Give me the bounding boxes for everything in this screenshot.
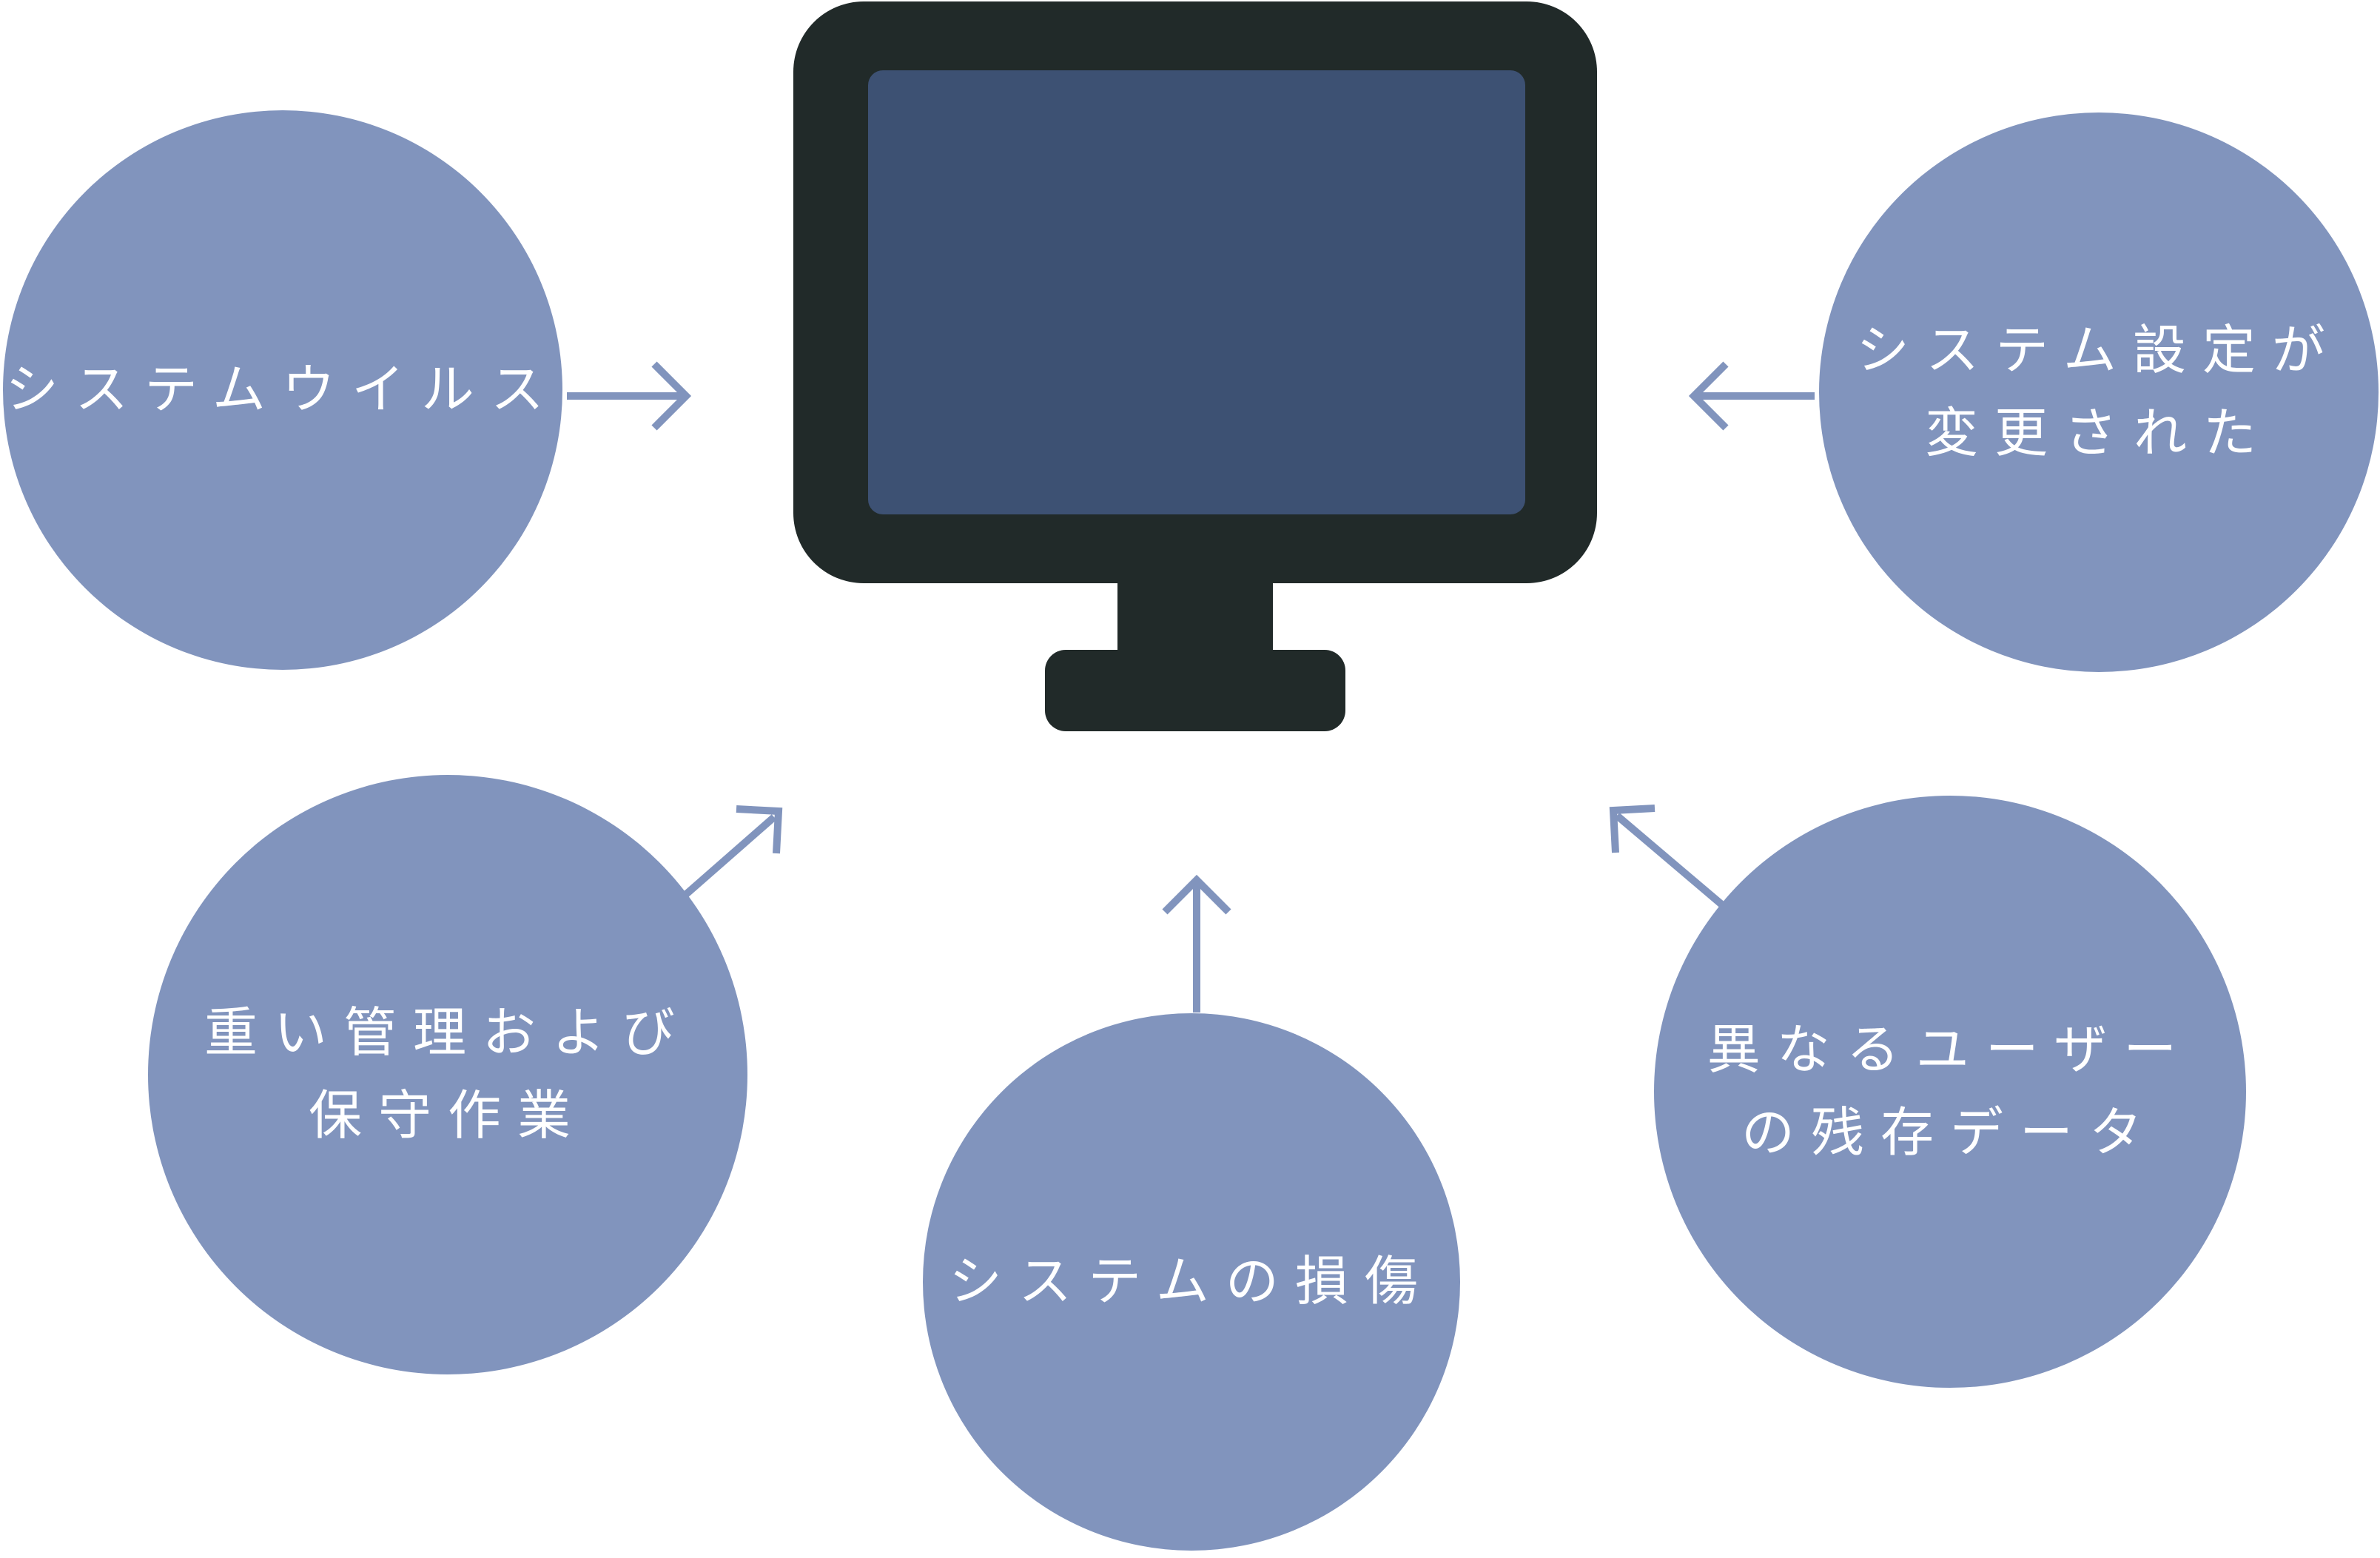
monitor-icon: [793, 1, 1597, 731]
arrow-from-residual-data: [1609, 805, 1727, 910]
cause-circle-system-damage: システムの損傷: [923, 1013, 1460, 1551]
cause-circle-system-virus: システムウイルス: [3, 110, 562, 670]
arrow-from-system-virus: [567, 361, 692, 431]
cause-circle-residual-data: 異なるユーザー の残存データ: [1654, 796, 2246, 1388]
cause-circle-heavy-admin: 重い管理および 保守作業: [148, 775, 747, 1374]
cause-label: 異なるユーザー の残存データ: [1707, 1021, 2194, 1163]
arrow-from-system-damage: [1162, 874, 1231, 1013]
arrow-from-settings-changed: [1688, 361, 1815, 431]
monitor-screen: [868, 70, 1525, 514]
cause-label: システム設定が 変更された: [1856, 321, 2342, 463]
arrow-from-heavy-admin: [682, 805, 783, 899]
cause-label: システムの損傷: [949, 1252, 1434, 1312]
cause-circle-settings-changed: システム設定が 変更された: [1819, 113, 2379, 672]
monitor-stand-base: [1045, 650, 1345, 731]
cause-label: 重い管理および 保守作業: [204, 1004, 691, 1146]
cause-label: システムウイルス: [5, 360, 560, 420]
